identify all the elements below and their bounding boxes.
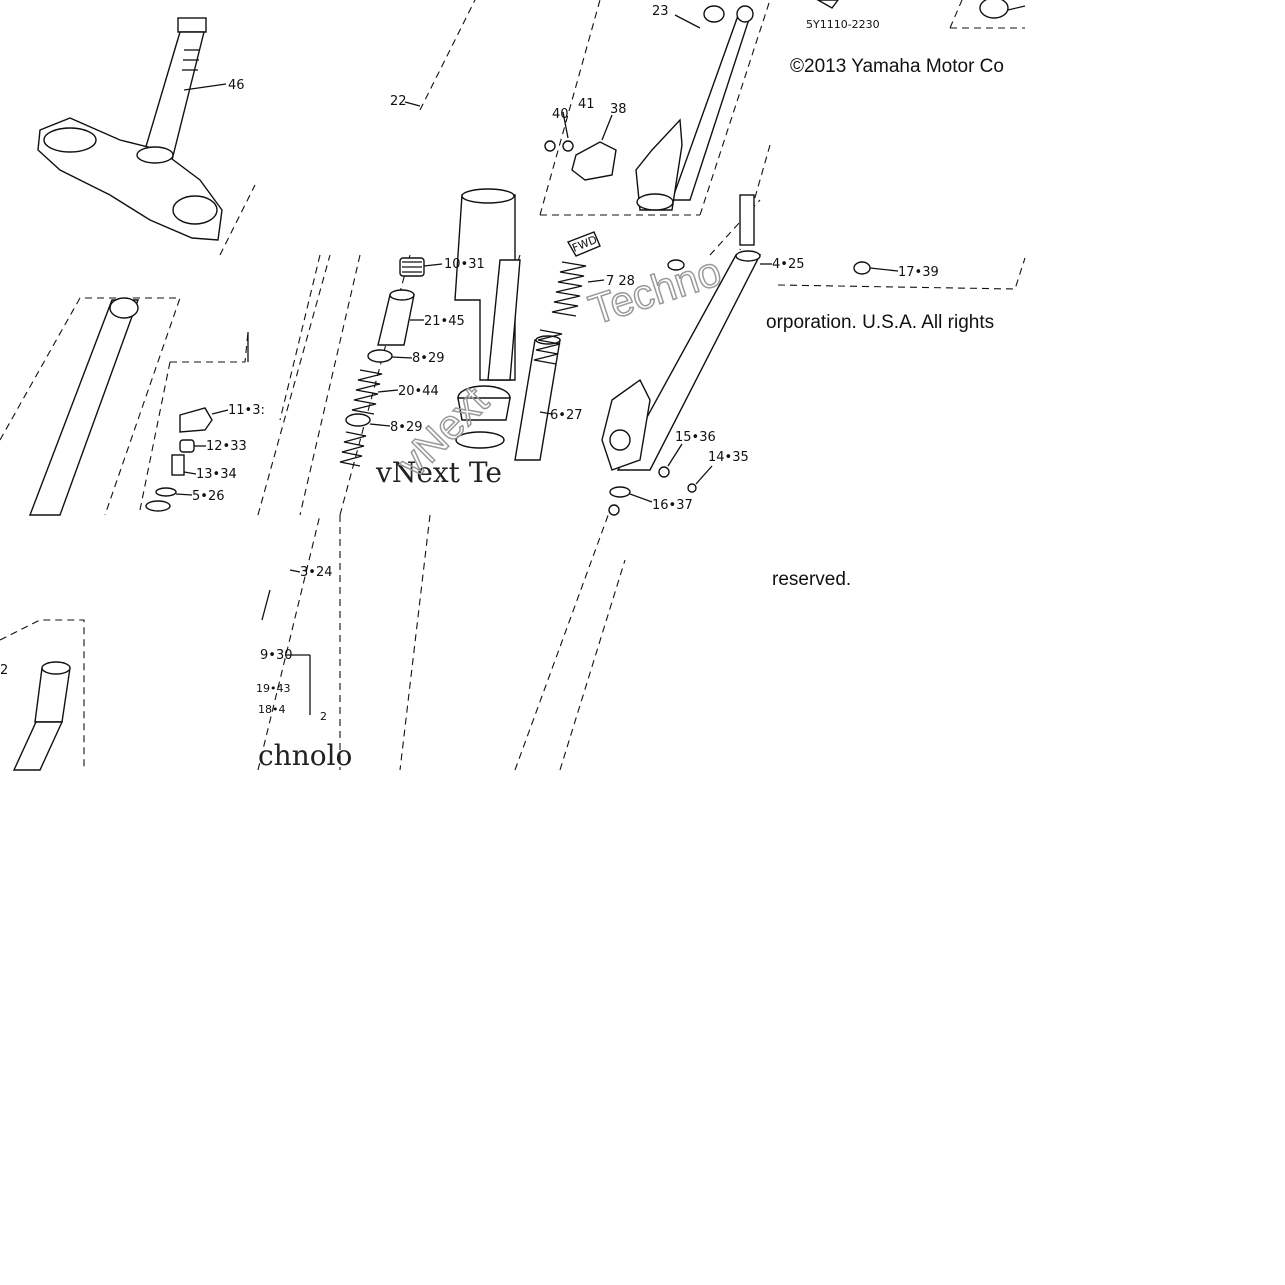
cap-bolt-part-10-31 xyxy=(399,257,443,277)
nut-part-15-36 xyxy=(658,443,683,478)
left-fork-tube xyxy=(28,297,139,516)
washer-part-16-37 xyxy=(608,486,653,516)
callout-38: 38 xyxy=(610,102,627,117)
watermark-brand: vNext Te xyxy=(375,456,502,489)
watermark-brand-2: chnolo xyxy=(258,739,352,772)
callout-23: 23 xyxy=(652,4,669,19)
lower-left-tube-part-42 xyxy=(12,661,71,771)
callout-15-36: 15•36 xyxy=(675,430,716,445)
callout-3-24: 3•24 xyxy=(300,565,332,580)
assembly-frames xyxy=(0,0,1026,771)
copyright-line-2: orporation. U.S.A. All rights xyxy=(766,312,994,333)
parts-38-40-41 xyxy=(544,111,617,181)
callout-17-39: 17•39 xyxy=(898,265,939,280)
washer-part-8-29b xyxy=(339,413,391,467)
inner-tube-assembly xyxy=(455,259,561,461)
callout-42: 2 xyxy=(0,663,8,678)
part-3-24 xyxy=(261,569,301,621)
callout-6-27: 6•27 xyxy=(550,408,582,423)
part-code: 5Y1110-2230 xyxy=(806,18,880,31)
callout-21-45: 21•45 xyxy=(424,314,465,329)
callout-9-30: 9•30 xyxy=(260,648,292,663)
callout-13-34: 13•34 xyxy=(196,467,237,482)
callout-5-26: 5•26 xyxy=(192,489,224,504)
callout-20-44: 20•44 xyxy=(398,384,439,399)
callout-16-37: 16•37 xyxy=(652,498,693,513)
callout-4-25: 4•25 xyxy=(772,257,804,272)
callout-18-4: 18•4 xyxy=(258,703,285,716)
boot-part-7-28: FWD xyxy=(551,231,605,317)
part-13-34 xyxy=(171,454,197,476)
spacer-part-21-45 xyxy=(377,289,424,346)
bolt-part-17-39 xyxy=(853,261,899,275)
top-right-fitting xyxy=(816,0,1026,19)
part-5-26 xyxy=(145,487,193,512)
fork-top-part-23 xyxy=(635,5,754,211)
callout-19-43: 19•43 xyxy=(256,682,290,695)
screw-part-14-35 xyxy=(687,465,713,493)
spring-part-20-44 xyxy=(351,369,399,415)
callout-41: 41 xyxy=(578,97,595,112)
copyright-line-1: ©2013 Yamaha Motor Co xyxy=(790,56,1004,77)
callout-22: 22 xyxy=(390,94,407,109)
callout-7-28: 7 28 xyxy=(606,274,635,289)
callout-8-29b: 8•29 xyxy=(390,420,422,435)
part-12-33 xyxy=(179,439,206,453)
part-11-32 xyxy=(179,407,229,433)
washer-part-8-29a xyxy=(367,349,413,363)
callout-10-31: 10•31 xyxy=(444,257,485,272)
callout-40: 40 xyxy=(552,107,569,122)
copyright-line-3: reserved. xyxy=(772,569,851,590)
damper-callout-group xyxy=(285,654,311,715)
blank-bottom-strip xyxy=(0,772,1285,1285)
callout-11-32: 11•3: xyxy=(228,403,265,418)
seal-part-6-27 xyxy=(533,329,563,415)
callout-12-33: 12•33 xyxy=(206,439,247,454)
callout-46: 46 xyxy=(228,78,245,93)
callout-14-35: 14•35 xyxy=(708,450,749,465)
lower-fork-leg xyxy=(601,194,762,471)
callout-8-29a: 8•29 xyxy=(412,351,444,366)
callout-2: 2 xyxy=(320,710,327,723)
steering-stem-part-46 xyxy=(37,17,227,241)
